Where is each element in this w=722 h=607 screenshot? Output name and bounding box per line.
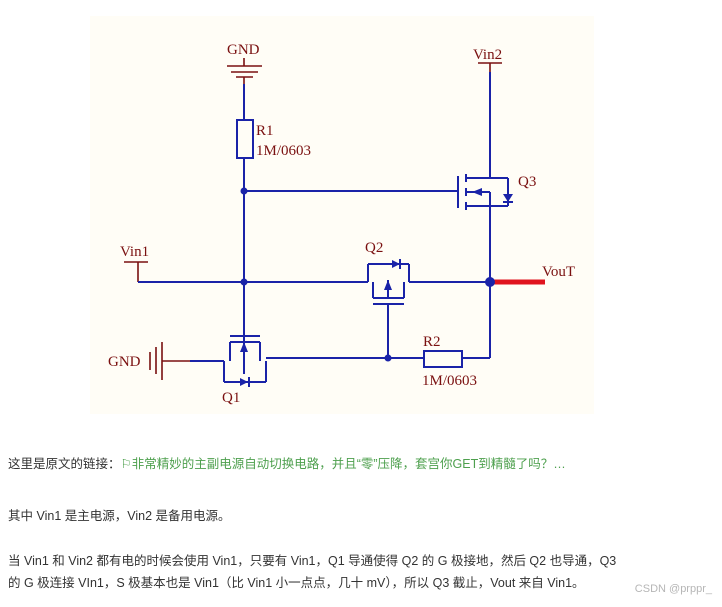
r2-resistor xyxy=(423,350,463,368)
q1-mosfet xyxy=(190,335,388,387)
source-link[interactable]: ⚐非常精妙的主副电源自动切换电路，并且“零”压降，套宫你GET到精髓了吗？… xyxy=(120,457,566,471)
junction-dot xyxy=(240,187,248,195)
vin1-label: Vin1 xyxy=(120,244,149,260)
paragraph-power-sources: 其中 Vin1 是主电源，Vin2 是备用电源。 xyxy=(8,509,231,523)
q2-mosfet xyxy=(367,259,490,358)
q2-label: Q2 xyxy=(365,240,383,256)
explanation-line-2: 的 G 极连接 VIn1，S 极基本也是 Vin1（比 Vin1 小一点点，几十… xyxy=(8,576,585,590)
r1-name: R1 xyxy=(256,123,274,139)
paragraph-explanation: 当 Vin1 和 Vin2 都有电的时候会使用 Vin1，只要有 Vin1，Q1… xyxy=(8,550,708,594)
vout-label: VouT xyxy=(542,264,575,280)
q1-label: Q1 xyxy=(222,390,240,406)
r2-value: 1M/0603 xyxy=(422,373,477,389)
source-prefix: 这里是原文的链接： xyxy=(8,457,121,471)
gnd-left-symbol xyxy=(149,342,190,380)
vout-node-dot xyxy=(485,277,495,287)
circuit-figure: GND R1 1M/0603 Vin2 xyxy=(90,16,594,414)
r2-name: R2 xyxy=(423,334,441,350)
gnd-left-label: GND xyxy=(108,354,141,370)
vin2-label: Vin2 xyxy=(473,47,502,63)
explanation-line-1: 当 Vin1 和 Vin2 都有电的时候会使用 Vin1，只要有 Vin1，Q1… xyxy=(8,554,617,568)
q3-label: Q3 xyxy=(518,174,536,190)
csdn-watermark: CSDN @prppr_ xyxy=(634,583,712,595)
circuit-schematic: GND R1 1M/0603 Vin2 xyxy=(108,42,575,406)
r1-resistor xyxy=(236,119,254,159)
gnd-top-label: GND xyxy=(227,42,260,58)
q3-mosfet xyxy=(244,174,513,282)
r1-value: 1M/0603 xyxy=(256,143,311,159)
junction-dot xyxy=(384,354,392,362)
junction-dot xyxy=(240,278,248,286)
source-paragraph: 这里是原文的链接：⚐非常精妙的主副电源自动切换电路，并且“零”压降，套宫你GET… xyxy=(8,453,708,475)
gnd-top-symbol xyxy=(227,58,262,84)
